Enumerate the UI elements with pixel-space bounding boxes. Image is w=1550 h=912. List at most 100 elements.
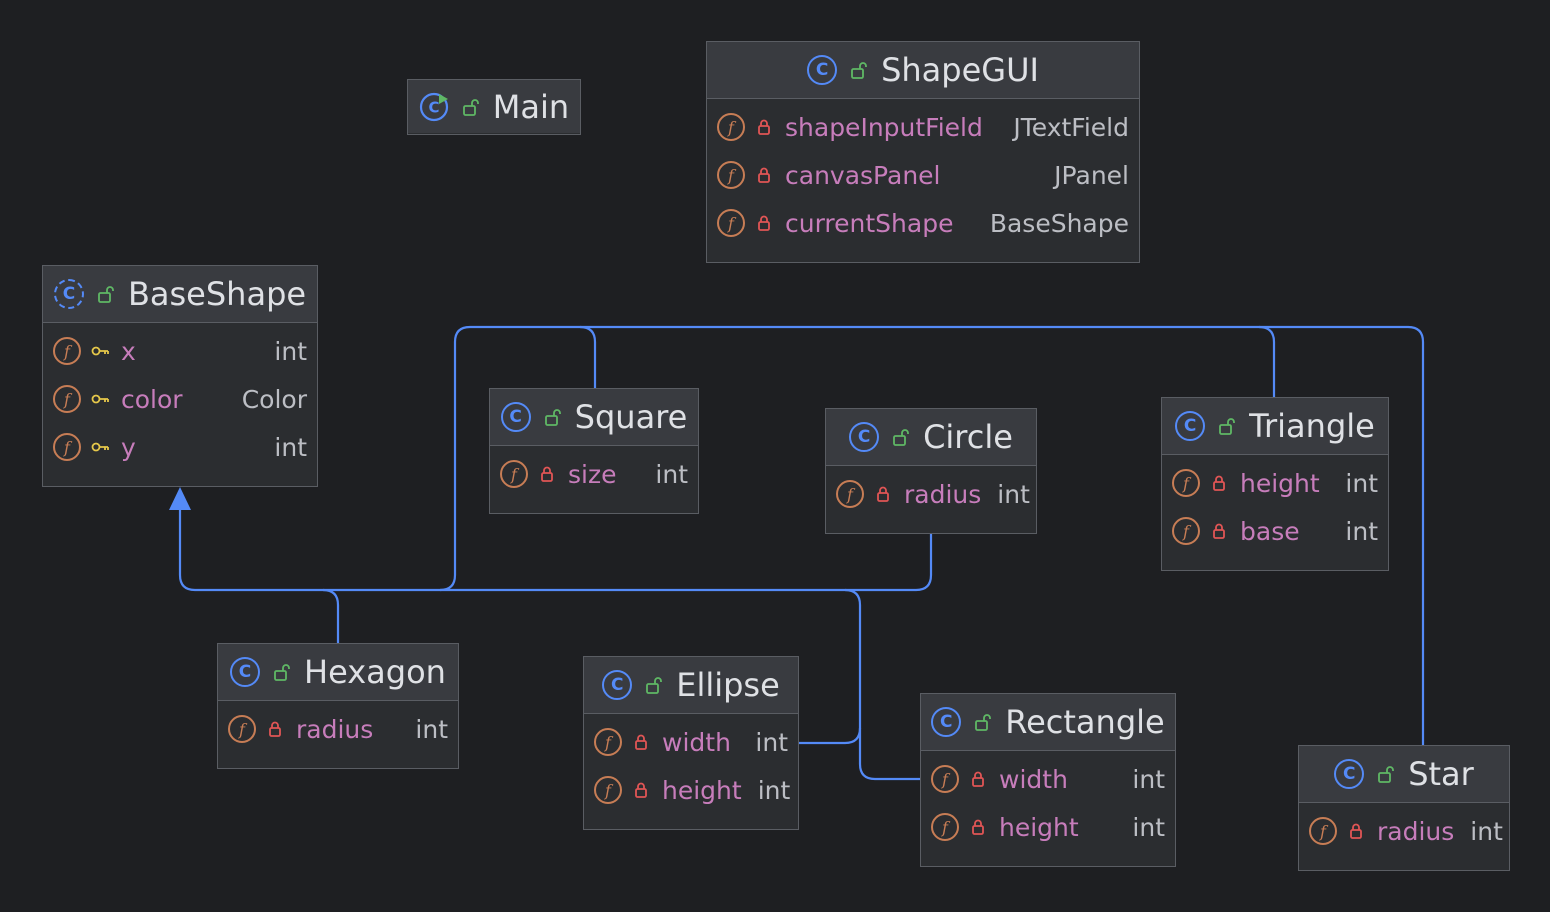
edge-triangle — [1258, 325, 1276, 398]
field-type: int — [757, 775, 791, 805]
field-name: x — [121, 336, 136, 366]
protected-key-icon — [91, 394, 109, 404]
field-icon: f — [717, 209, 745, 237]
field-type: int — [755, 727, 788, 757]
field-name: height — [662, 775, 742, 805]
field-type: int — [997, 479, 1030, 509]
protected-key-icon — [91, 442, 109, 452]
class-header: C Triangle — [1162, 398, 1388, 455]
field-type: JPanel — [1054, 160, 1129, 190]
class-header: C Rectangle — [921, 694, 1175, 751]
edge-circle — [440, 533, 933, 592]
field-name: radius — [1377, 816, 1455, 846]
field-name: height — [1240, 468, 1320, 498]
field-type: JTextField — [1013, 112, 1129, 142]
class-name: Rectangle — [1005, 703, 1165, 741]
inheritance-arrowhead — [169, 487, 191, 510]
field-row[interactable]: f width int — [921, 755, 1175, 803]
class-rectangle[interactable]: C Rectangle f width int f height int — [920, 693, 1176, 867]
class-header: C BaseShape — [43, 266, 317, 323]
field-row[interactable]: f height int — [921, 803, 1175, 851]
public-unlock-icon — [975, 714, 992, 731]
class-header: C Main — [408, 80, 580, 133]
private-lock-icon — [635, 734, 647, 750]
field-list: f shapeInputField JTextField f canvasPan… — [707, 99, 1139, 253]
field-row[interactable]: f y int — [43, 423, 317, 471]
class-icon: C — [602, 670, 633, 700]
class-icon: C — [230, 657, 261, 687]
edge-ellipse-rect-bus — [799, 588, 862, 745]
class-hexagon[interactable]: C Hexagon f radius int — [217, 643, 459, 769]
class-icon: C — [807, 55, 838, 85]
field-list: f size int — [490, 446, 698, 504]
field-icon: f — [53, 337, 81, 365]
private-lock-icon — [1213, 523, 1225, 539]
class-icon: C — [500, 402, 531, 432]
private-lock-icon — [1350, 823, 1362, 839]
field-row[interactable]: f radius int — [1299, 807, 1509, 855]
class-baseshape[interactable]: C BaseShape f x int f color Color f — [42, 265, 318, 487]
field-row[interactable]: f shapeInputField JTextField — [707, 103, 1139, 151]
field-row[interactable]: f radius int — [218, 705, 458, 753]
field-type: BaseShape — [989, 208, 1129, 238]
field-icon: f — [1309, 817, 1337, 845]
private-lock-icon — [877, 486, 889, 502]
field-icon: f — [53, 433, 81, 461]
private-lock-icon — [1213, 475, 1225, 491]
field-icon: f — [594, 776, 622, 804]
public-unlock-icon — [1378, 766, 1395, 783]
private-lock-icon — [972, 771, 984, 787]
class-icon: C — [1334, 759, 1365, 789]
field-icon: f — [717, 161, 745, 189]
field-name: height — [999, 812, 1079, 842]
field-row[interactable]: f width int — [584, 718, 798, 766]
field-list: f x int f color Color f y int — [43, 323, 317, 477]
public-unlock-icon — [851, 62, 867, 79]
private-lock-icon — [758, 119, 770, 135]
class-ellipse[interactable]: C Ellipse f width int f height int — [583, 656, 799, 830]
class-name: ShapeGUI — [881, 51, 1039, 89]
class-header: C ShapeGUI — [707, 42, 1139, 99]
field-row[interactable]: f base int — [1162, 507, 1388, 555]
field-row[interactable]: f canvasPanel JPanel — [707, 151, 1139, 199]
field-name: shapeInputField — [785, 112, 983, 142]
field-type: int — [1132, 812, 1165, 842]
field-list: f width int f height int — [584, 714, 798, 820]
class-icon: C — [1175, 411, 1206, 441]
field-row[interactable]: f height int — [584, 766, 798, 814]
class-name: Main — [492, 87, 570, 126]
class-header: C Hexagon — [218, 644, 458, 701]
field-row[interactable]: f x int — [43, 327, 317, 375]
class-star[interactable]: C Star f radius int — [1298, 745, 1510, 871]
field-type: Color — [241, 384, 307, 414]
svg-text:C: C — [428, 98, 439, 116]
field-row[interactable]: f radius int — [826, 470, 1036, 518]
field-icon: f — [228, 715, 256, 743]
field-type: int — [274, 336, 307, 366]
field-row[interactable]: f size int — [490, 450, 698, 498]
class-name: Triangle — [1249, 407, 1375, 445]
field-row[interactable]: f currentShape BaseShape — [707, 199, 1139, 247]
edge-trunk — [178, 506, 440, 592]
class-shapegui[interactable]: C ShapeGUI f shapeInputField JTextField … — [706, 41, 1140, 263]
public-unlock-icon — [462, 98, 479, 116]
field-row[interactable]: f color Color — [43, 375, 317, 423]
class-main[interactable]: C Main — [407, 79, 581, 135]
class-circle[interactable]: C Circle f radius int — [825, 408, 1037, 534]
field-list: f height int f base int — [1162, 455, 1388, 561]
field-icon: f — [500, 460, 528, 488]
field-list: f radius int — [826, 466, 1036, 524]
field-name: base — [1240, 516, 1300, 546]
class-triangle[interactable]: C Triangle f height int f base int — [1161, 397, 1389, 571]
class-name: BaseShape — [127, 275, 307, 313]
field-name: size — [568, 459, 617, 489]
field-list: f radius int — [1299, 803, 1509, 861]
edge-triangle-star-bus — [580, 325, 1425, 746]
field-row[interactable]: f height int — [1162, 459, 1388, 507]
class-square[interactable]: C Square f size int — [489, 388, 699, 514]
field-name: radius — [296, 714, 374, 744]
class-header: C Square — [490, 389, 698, 446]
class-name: Star — [1408, 755, 1474, 793]
